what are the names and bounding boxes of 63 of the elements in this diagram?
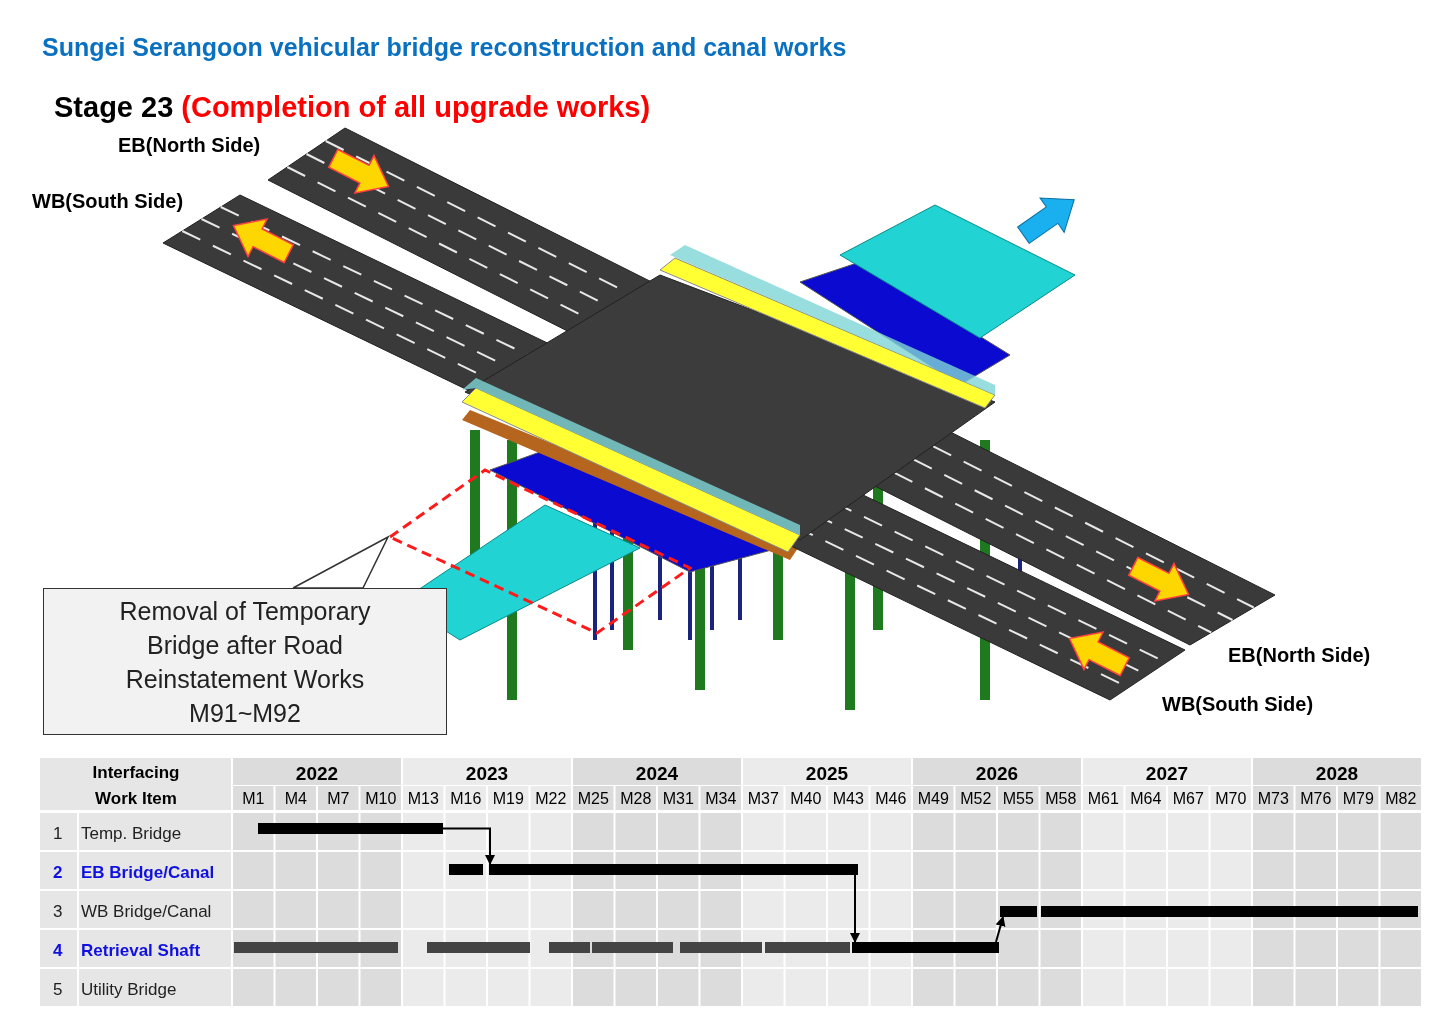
gantt-bar — [852, 942, 999, 953]
year-header: 2025 — [804, 762, 850, 786]
callout-box — [43, 588, 447, 735]
year-header: 2026 — [974, 762, 1020, 786]
road-label: EB(North Side) — [1228, 643, 1371, 668]
month-header: M31 — [661, 789, 695, 809]
callout-text: Removal of Temporary Bridge after Road Reinstatement Works M91~M92 — [118, 595, 372, 729]
row-number: 2 — [53, 862, 63, 884]
month-header: M13 — [406, 789, 440, 809]
month-header: M4 — [283, 789, 308, 809]
month-header: M25 — [576, 789, 610, 809]
title: Sungei Serangoon vehicular bridge reconstruction and canal works — [42, 32, 847, 63]
gantt-bar — [1000, 906, 1037, 917]
month-header: M22 — [534, 789, 568, 809]
table-header: Interfacing Work Item — [91, 762, 181, 810]
work-item-label: WB Bridge/Canal — [81, 901, 212, 923]
month-header: M16 — [449, 789, 483, 809]
year-header: 2022 — [294, 762, 340, 786]
year-header: 2027 — [1144, 762, 1190, 786]
dashed-outline — [388, 468, 692, 636]
row-number: 4 — [53, 940, 63, 962]
year-header: 2028 — [1314, 762, 1360, 786]
road-label: WB(South Side) — [32, 189, 184, 214]
month-header: M49 — [916, 789, 950, 809]
month-header: M46 — [874, 789, 908, 809]
work-item-label: Temp. Bridge — [81, 823, 182, 845]
month-header: M52 — [959, 789, 993, 809]
row-number: 1 — [53, 823, 63, 845]
arrow — [850, 874, 860, 943]
road-label: EB(North Side) — [118, 133, 261, 158]
month-header: M28 — [619, 789, 653, 809]
stage-heading: Stage 23 — [54, 90, 174, 125]
year-header: 2023 — [464, 762, 510, 786]
month-header: M67 — [1171, 789, 1205, 809]
month-header: M37 — [746, 789, 780, 809]
month-header: M1 — [241, 789, 266, 809]
month-header: M7 — [326, 789, 351, 809]
gantt-bar — [489, 864, 858, 875]
work-item-label: Utility Bridge — [81, 979, 177, 1001]
work-item-label: Retrieval Shaft — [81, 940, 201, 962]
month-header: M82 — [1384, 789, 1418, 809]
year-header: 2024 — [634, 762, 680, 786]
month-header: M73 — [1256, 789, 1290, 809]
month-header: M40 — [789, 789, 823, 809]
month-header: M70 — [1214, 789, 1248, 809]
gantt-bar — [258, 823, 443, 834]
month-header: M61 — [1086, 789, 1120, 809]
work-item-label: EB Bridge/Canal — [81, 862, 215, 884]
month-header: M58 — [1044, 789, 1078, 809]
month-header: M34 — [704, 789, 738, 809]
arrow — [995, 916, 1006, 943]
month-header: M55 — [1001, 789, 1035, 809]
arrow — [442, 827, 495, 865]
month-header: M76 — [1299, 789, 1333, 809]
stage-subtitle: (Completion of all upgrade works) — [181, 90, 651, 125]
month-header: M19 — [491, 789, 525, 809]
row-number: 3 — [53, 901, 63, 923]
road-label: WB(South Side) — [1162, 692, 1314, 717]
row-number: 5 — [53, 979, 63, 1001]
month-header: M64 — [1129, 789, 1163, 809]
month-header: M43 — [831, 789, 865, 809]
month-header: M10 — [364, 789, 398, 809]
month-header: M79 — [1341, 789, 1375, 809]
